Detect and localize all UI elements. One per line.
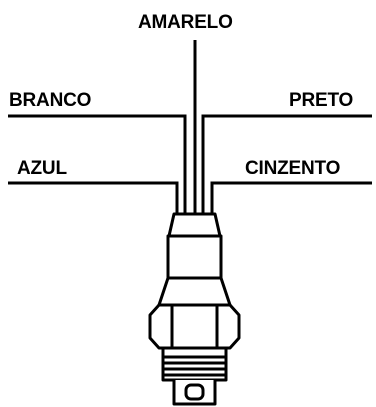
- label-amarelo: AMARELO: [138, 12, 233, 33]
- label-preto: PRETO: [289, 90, 354, 111]
- label-azul: AZUL: [17, 158, 67, 179]
- probe-window: [184, 383, 205, 401]
- wire-lower-right: [210, 181, 372, 214]
- wire-upper-right: [201, 114, 372, 214]
- label-cinzento: CINZENTO: [245, 158, 341, 179]
- sensor-shoulder: [157, 276, 232, 307]
- label-branco: BRANCO: [9, 90, 92, 111]
- sensor-hex-nut: [148, 303, 241, 350]
- wire-lower-left: [8, 181, 179, 214]
- sensor-upper-body: [166, 234, 223, 280]
- wire-upper-left: [8, 114, 187, 214]
- sensor-grommet: [167, 212, 222, 238]
